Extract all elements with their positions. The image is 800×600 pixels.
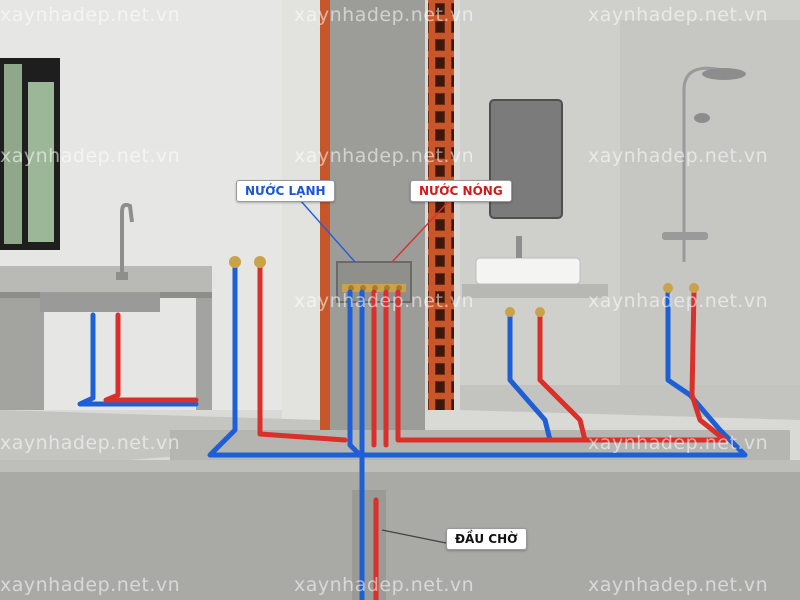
- brick-wall-right: [428, 0, 454, 410]
- valve-icons: [229, 256, 699, 317]
- window: [0, 58, 60, 250]
- hot-water-label: NƯỚC NÓNG: [410, 180, 512, 202]
- stub-out-label: ĐẦU CHỜ: [446, 528, 527, 550]
- ground-slab: [0, 470, 800, 600]
- shaft-cut: [352, 490, 386, 600]
- basin-faucet-icon: [516, 236, 522, 258]
- cold-water-pipes: [77, 259, 748, 600]
- kitchen-faucet-icon: [116, 202, 134, 280]
- basin-counter: [462, 284, 608, 298]
- ground-slab-top: [0, 460, 800, 472]
- concrete-column: [330, 0, 425, 440]
- bathroom-tile-wall: [620, 20, 800, 385]
- left-floor: [0, 410, 320, 470]
- hot-water-pipes: [103, 259, 728, 600]
- shower-set-icon: [662, 66, 746, 262]
- right-floor: [460, 385, 800, 420]
- wash-basin: [475, 257, 581, 285]
- label-leader-lines: [299, 199, 451, 544]
- cold-water-label: NƯỚC LẠNH: [236, 180, 335, 202]
- brick-wall-left: [320, 0, 330, 430]
- kitchen-counter: [0, 266, 212, 410]
- plaster-column: [282, 0, 322, 440]
